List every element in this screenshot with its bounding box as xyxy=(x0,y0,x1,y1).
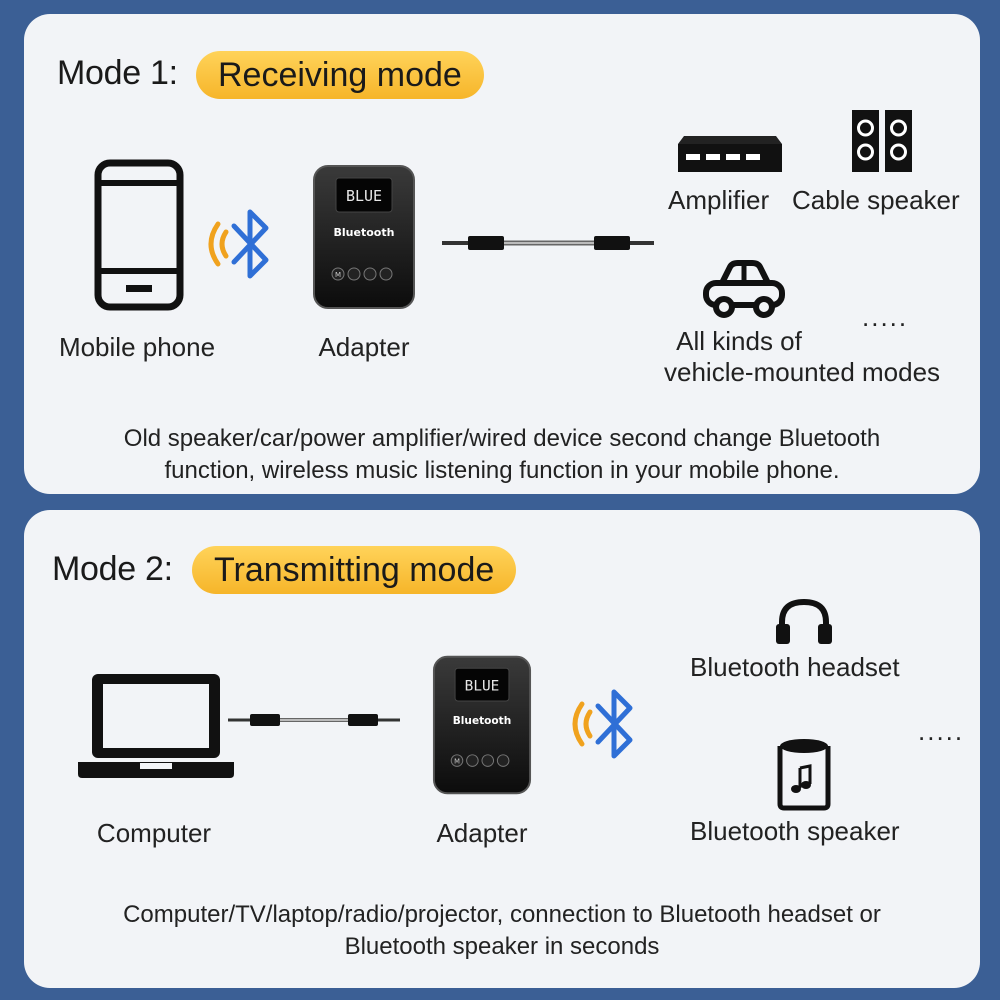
svg-text:M: M xyxy=(454,757,460,765)
bluetooth-speaker-label: Bluetooth speaker xyxy=(690,816,900,846)
more-devices-dots: ..... xyxy=(918,716,965,746)
mobile-phone-label: Mobile phone xyxy=(58,332,216,362)
adapter-display-text: BLUE xyxy=(465,678,500,694)
svg-text:M: M xyxy=(335,271,341,279)
cable-speaker-label: Cable speaker xyxy=(792,185,960,215)
receiving-mode-pill: Receiving mode xyxy=(196,51,484,99)
cable-speaker-icon xyxy=(850,108,914,174)
mode-2-title: Mode 2: xyxy=(52,550,173,588)
mode-1-description-line2: function, wireless music listening funct… xyxy=(164,457,840,484)
transmitting-mode-panel: Mode 2: Transmitting mode Computer xyxy=(24,510,980,988)
adapter-label: Adapter xyxy=(436,818,528,848)
computer-label: Computer xyxy=(96,818,212,848)
bluetooth-signal-icon xyxy=(204,204,276,284)
mode-1-title: Mode 1: xyxy=(57,54,178,92)
transmitting-mode-pill: Transmitting mode xyxy=(192,546,517,594)
bluetooth-speaker-icon xyxy=(776,736,832,812)
adapter-brand-text: Bluetooth xyxy=(334,226,395,239)
vehicle-label-line2: vehicle-mounted modes xyxy=(664,357,941,387)
vehicle-label-line1: All kinds of xyxy=(676,326,802,356)
aux-cable-icon xyxy=(224,707,404,733)
bluetooth-adapter-device: BLUE Bluetooth M xyxy=(432,650,532,800)
car-icon xyxy=(702,259,786,319)
mode-1-description-line1: Old speaker/car/power amplifier/wired de… xyxy=(123,425,881,452)
amplifier-icon xyxy=(676,132,784,176)
headset-icon xyxy=(774,596,834,646)
receiving-mode-panel: Mode 1: Receiving mode Mobile phone xyxy=(24,14,980,494)
adapter-display-text: BLUE xyxy=(346,187,382,205)
mobile-phone-icon xyxy=(94,159,184,311)
bluetooth-headset-label: Bluetooth headset xyxy=(690,652,900,682)
mode-2-description-line2: Bluetooth speaker in seconds xyxy=(344,933,660,960)
mode-2-description-line1: Computer/TV/laptop/radio/projector, conn… xyxy=(123,901,881,928)
bluetooth-adapter-device: BLUE Bluetooth M xyxy=(312,164,416,310)
bluetooth-signal-icon xyxy=(568,682,640,766)
more-devices-dots: ..... xyxy=(862,302,909,332)
adapter-label: Adapter xyxy=(318,332,410,362)
aux-cable-icon xyxy=(434,228,659,258)
amplifier-label: Amplifier xyxy=(668,185,770,215)
adapter-brand-text: Bluetooth xyxy=(453,715,512,727)
laptop-computer-icon xyxy=(76,670,236,780)
